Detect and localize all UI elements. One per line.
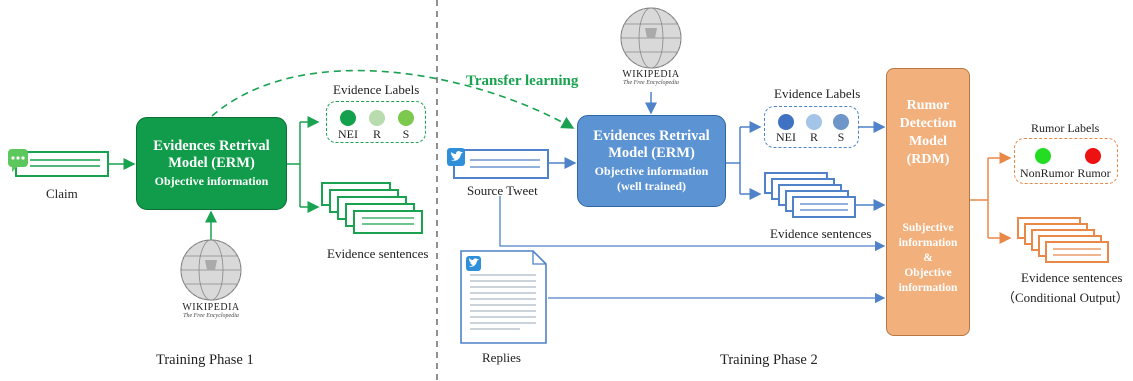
label-nei: NEI (776, 130, 796, 144)
erm-title-line2: Model (ERM) (608, 145, 695, 161)
evidence-labels-box-2: NEI R S (764, 106, 859, 148)
label-dot-nonrumor (1035, 148, 1051, 164)
evidence-sentences-label-1: Evidence sentences (327, 246, 429, 261)
erm-title-line1: Evidences Retrival (153, 138, 270, 154)
transfer-learning-label: Transfer learning (466, 73, 579, 89)
wikipedia-tagline: The Free Encyclopedia (183, 313, 239, 319)
rdm-title-line: Model (908, 134, 948, 149)
erm-subtitle-line2: (well trained) (617, 179, 686, 193)
label-s: S (402, 127, 410, 141)
arrow-tweet-rdm (499, 196, 886, 252)
source-tweet-card (453, 149, 549, 179)
erm-box-phase1: Evidences Retrival Model (ERM) Objective… (136, 117, 287, 210)
arrows-rdm-outputs (970, 152, 1012, 244)
label-rumor: Rumor (1077, 166, 1111, 180)
output-label-line1: Evidence sentences (1021, 270, 1123, 285)
rdm-info-line: & (923, 252, 933, 264)
erm-title-line2: Model (ERM) (168, 155, 255, 171)
erm-box-phase2: Evidences Retrival Model (ERM) Objective… (577, 115, 726, 207)
output-label-line2: （Conditional Output） (1002, 290, 1129, 305)
evidence-labels-box-1: NEI R S (326, 101, 426, 143)
label-dot-r (369, 110, 385, 126)
label-r: R (809, 130, 818, 144)
erm-title-line1: Evidences Retrival (593, 128, 710, 144)
erm-subtitle: Objective information (154, 174, 269, 188)
claim-label: Claim (46, 186, 78, 201)
chat-icon (8, 149, 28, 172)
evidence-stack-output (1017, 217, 1109, 263)
rdm-title-line: Detection (899, 116, 957, 131)
label-dot-rumor (1085, 148, 1101, 164)
label-dot-nei (778, 114, 794, 130)
rdm-info-line: Objective (904, 267, 952, 279)
wikipedia-caption-1: WIKIPEDIA The Free Encyclopedia (161, 302, 261, 319)
label-nei: NEI (338, 127, 358, 141)
wikipedia-caption-2: WIKIPEDIA The Free Encyclopedia (601, 69, 701, 86)
rdm-info-line: information (898, 237, 958, 249)
rdm-info-line: information (898, 282, 958, 294)
label-r: R (372, 127, 381, 141)
wikipedia-globe-icon (620, 7, 682, 69)
arrows-erm1-outputs (287, 116, 320, 213)
phase2-title: Training Phase 2 (720, 352, 818, 368)
source-tweet-label: Source Tweet (467, 183, 538, 198)
erm-subtitle-line1: Objective information (594, 164, 709, 178)
label-nonrumor: NonRumor (1020, 166, 1074, 180)
wikipedia-globe-icon (180, 239, 242, 301)
twitter-icon (466, 256, 481, 271)
rumor-labels-box: NonRumor Rumor (1014, 138, 1118, 184)
arrows-erm2-outputs (726, 121, 762, 200)
wikipedia-name: WIKIPEDIA (622, 69, 680, 80)
rdm-info-line: Subjective (902, 222, 954, 234)
label-dot-nei (340, 110, 356, 126)
claim-card (15, 151, 109, 177)
evidence-labels-title-1: Evidence Labels (333, 82, 420, 97)
phase1-title: Training Phase 1 (156, 352, 254, 368)
evidence-stack-1 (321, 182, 423, 234)
label-s: S (837, 130, 845, 144)
wikipedia-name: WIKIPEDIA (182, 302, 240, 313)
rdm-title-line: (RDM) (906, 152, 950, 167)
transfer-arrow (211, 69, 575, 129)
replies-document (460, 250, 547, 344)
evidence-labels-title-2: Evidence Labels (774, 86, 861, 101)
twitter-icon (447, 148, 465, 166)
evidence-stack-2 (764, 172, 856, 218)
wikipedia-tagline: The Free Encyclopedia (623, 80, 679, 86)
rdm-box: Rumor Detection Model (RDM) Subjective i… (886, 68, 970, 336)
label-dot-r (806, 114, 822, 130)
rumor-labels-title: Rumor Labels (1031, 121, 1100, 135)
label-dot-s (833, 114, 849, 130)
replies-label: Replies (482, 350, 521, 365)
rdm-title-line: Rumor (906, 98, 950, 113)
evidence-sentences-label-2: Evidence sentences (770, 226, 872, 241)
label-dot-s (398, 110, 414, 126)
